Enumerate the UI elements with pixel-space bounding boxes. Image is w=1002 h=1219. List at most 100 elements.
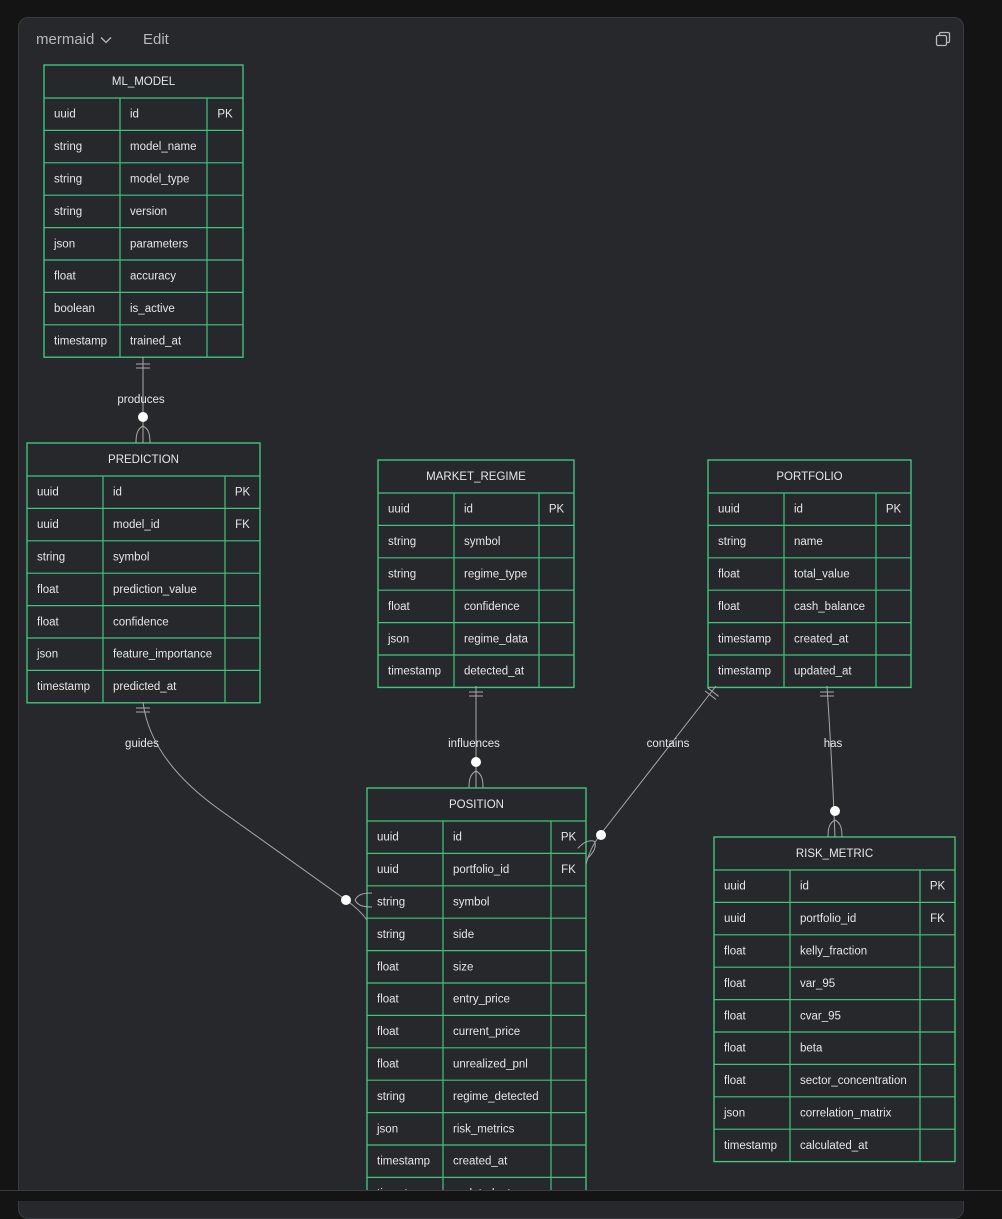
entity-box bbox=[43, 64, 244, 358]
attr-key: FK bbox=[561, 864, 576, 876]
attr-type: timestamp bbox=[718, 666, 771, 678]
attr-name: cash_balance bbox=[794, 601, 865, 613]
attr-type: float bbox=[724, 1010, 747, 1022]
attr-name: symbol bbox=[464, 536, 500, 548]
relationship-label-influences: influences bbox=[448, 738, 500, 750]
attr-name: total_value bbox=[794, 569, 850, 581]
attr-name: id bbox=[800, 881, 809, 893]
attr-name: id bbox=[130, 109, 139, 121]
bottom-edge bbox=[0, 1190, 1002, 1201]
attr-type: float bbox=[377, 1059, 400, 1071]
attr-type: string bbox=[388, 569, 416, 581]
attr-type: uuid bbox=[388, 504, 410, 516]
attr-type: float bbox=[377, 961, 400, 973]
entity-title: POSITION bbox=[449, 799, 504, 811]
zero-many-marker bbox=[135, 412, 151, 444]
attr-type: string bbox=[377, 1091, 405, 1103]
attr-type: float bbox=[724, 1075, 747, 1087]
entity-title: PREDICTION bbox=[108, 454, 179, 466]
attr-name: trained_at bbox=[130, 336, 182, 348]
attr-name: beta bbox=[800, 1043, 823, 1055]
attr-key: PK bbox=[235, 487, 251, 499]
attr-name: side bbox=[453, 929, 474, 941]
attr-type: json bbox=[387, 633, 409, 645]
entity-box bbox=[707, 459, 912, 689]
relationship-label-guides: guides bbox=[125, 738, 159, 750]
attr-name: portfolio_id bbox=[800, 913, 856, 925]
relationship-label-contains: contains bbox=[647, 738, 690, 750]
attr-name: regime_data bbox=[464, 633, 529, 645]
one-marker bbox=[136, 363, 150, 369]
relationship-label-produces: produces bbox=[117, 394, 165, 406]
attr-type: uuid bbox=[718, 504, 740, 516]
attr-name: id bbox=[113, 487, 122, 499]
attr-name: symbol bbox=[113, 552, 149, 564]
language-select[interactable]: mermaid bbox=[36, 31, 112, 48]
entity-title: PORTFOLIO bbox=[776, 471, 842, 483]
attr-type: float bbox=[724, 946, 747, 958]
attr-name: entry_price bbox=[453, 994, 510, 1006]
attr-name: model_type bbox=[130, 174, 189, 186]
copy-button[interactable] bbox=[935, 31, 953, 49]
attr-name: symbol bbox=[453, 897, 489, 909]
attr-name: id bbox=[794, 504, 803, 516]
attr-name: detected_at bbox=[464, 666, 525, 678]
entity-title: MARKET_REGIME bbox=[426, 471, 526, 483]
copy-icon bbox=[935, 31, 951, 47]
zero-many-marker bbox=[341, 892, 373, 908]
attr-type: string bbox=[54, 206, 82, 218]
attr-name: size bbox=[453, 961, 473, 973]
attr-type: timestamp bbox=[724, 1140, 777, 1152]
attr-type: string bbox=[54, 141, 82, 153]
attr-name: version bbox=[130, 206, 167, 218]
attr-type: timestamp bbox=[718, 633, 771, 645]
attr-type: float bbox=[54, 271, 77, 283]
attr-name: created_at bbox=[453, 1156, 508, 1168]
attr-name: is_active bbox=[130, 303, 175, 315]
attr-name: calculated_at bbox=[800, 1140, 869, 1152]
attr-name: correlation_matrix bbox=[800, 1108, 892, 1120]
zero-many-marker bbox=[827, 806, 843, 838]
chevron-down-icon bbox=[100, 36, 112, 43]
relationship-has-line bbox=[826, 685, 836, 838]
attr-name: regime_detected bbox=[453, 1091, 539, 1103]
attr-name: var_95 bbox=[800, 978, 835, 990]
relationship-contains-line bbox=[585, 685, 717, 865]
entity-box bbox=[366, 787, 587, 1200]
attr-type: json bbox=[723, 1108, 745, 1120]
attr-name: risk_metrics bbox=[453, 1123, 515, 1135]
relationship-guides-line bbox=[142, 701, 368, 921]
attr-type: string bbox=[377, 929, 405, 941]
attr-type: timestamp bbox=[54, 336, 107, 348]
attr-type: string bbox=[718, 536, 746, 548]
attr-type: string bbox=[54, 174, 82, 186]
edit-button[interactable]: Edit bbox=[143, 31, 169, 48]
attr-type: float bbox=[388, 601, 411, 613]
attr-key: PK bbox=[561, 832, 577, 844]
attr-type: uuid bbox=[724, 881, 746, 893]
entity-box bbox=[377, 459, 575, 689]
attr-key: PK bbox=[886, 504, 902, 516]
attr-name: model_id bbox=[113, 519, 160, 531]
attr-name: confidence bbox=[464, 601, 520, 613]
attr-name: confidence bbox=[113, 616, 169, 628]
attr-type: uuid bbox=[54, 109, 76, 121]
attr-name: cvar_95 bbox=[800, 1010, 841, 1022]
one-marker bbox=[469, 691, 483, 697]
attr-name: updated_at bbox=[794, 666, 852, 678]
zero-many-marker bbox=[468, 757, 484, 789]
attr-type: float bbox=[724, 978, 747, 990]
attr-type: uuid bbox=[724, 913, 746, 925]
attr-key: FK bbox=[930, 913, 945, 925]
attr-key: FK bbox=[235, 519, 250, 531]
attr-type: uuid bbox=[37, 487, 59, 499]
relationship-label-has: has bbox=[824, 738, 843, 750]
attr-type: uuid bbox=[377, 864, 399, 876]
attr-name: created_at bbox=[794, 633, 849, 645]
attr-type: float bbox=[37, 616, 60, 628]
